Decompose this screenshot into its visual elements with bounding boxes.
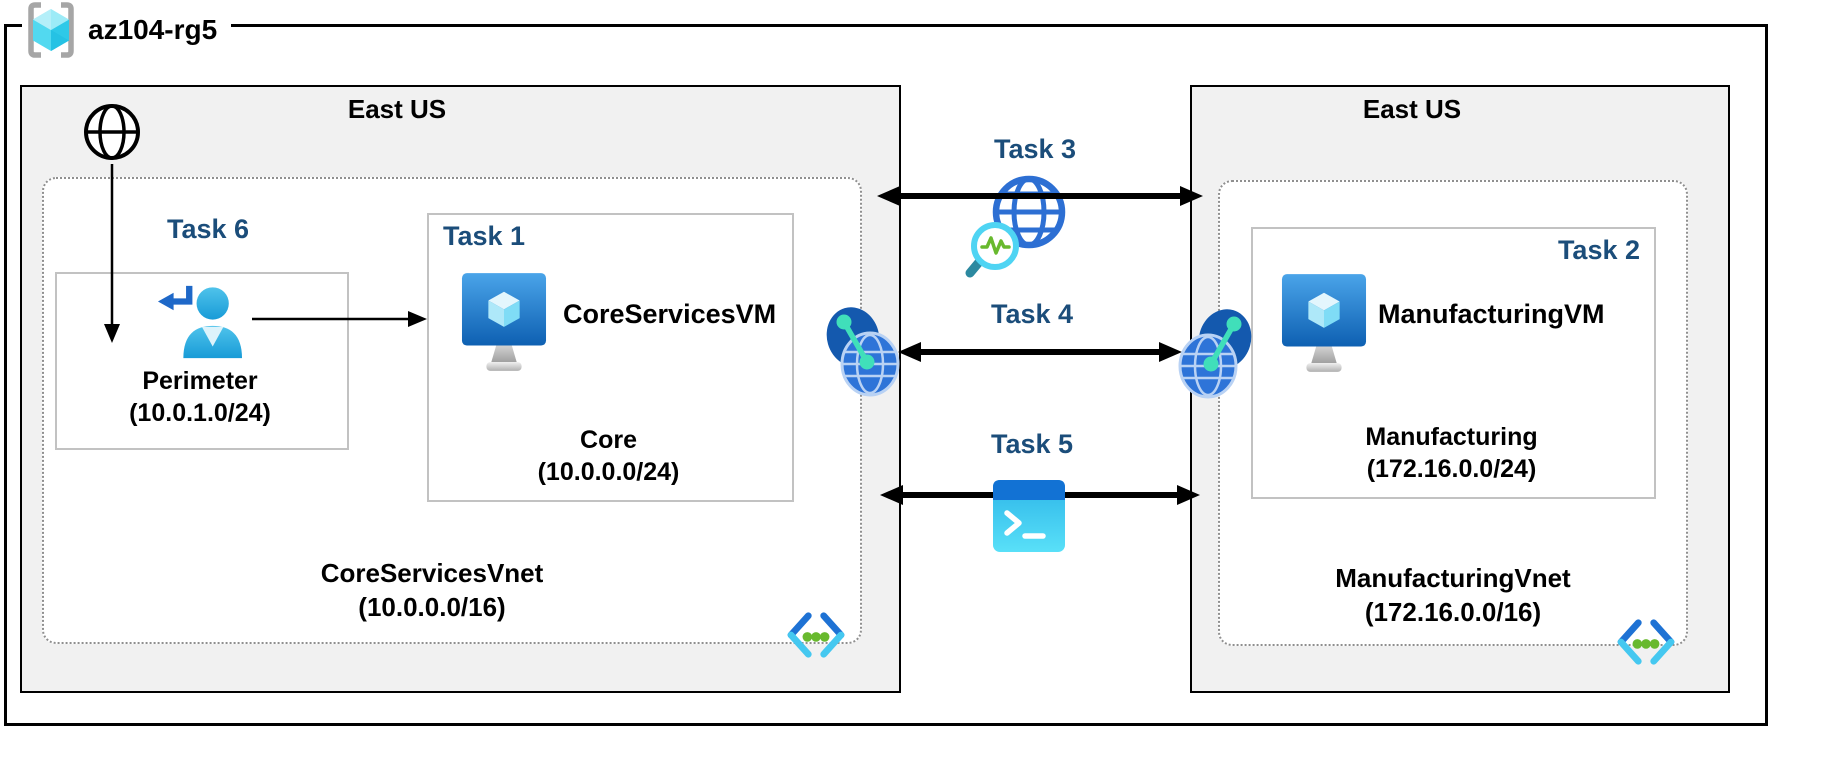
internet-icon: [82, 102, 142, 162]
vnet-coreservices-name: CoreServicesVnet: [320, 558, 544, 588]
peering-icon-right: [1178, 307, 1254, 399]
task6-label: Task 6: [166, 214, 250, 244]
core-subnet-cidr: (10.0.0.0/24): [537, 458, 680, 486]
resource-group-header: az104-rg5: [22, 0, 232, 60]
core-vm-icon: [461, 272, 547, 376]
manufacturing-subnet-labels: Manufacturing (172.16.0.0/24): [1251, 421, 1652, 485]
core-vm-label: CoreServicesVM: [563, 299, 777, 329]
task4-label: Task 4: [990, 299, 1074, 329]
vnet-manufacturing-cidr: (172.16.0.0/16): [1364, 597, 1542, 627]
manufacturing-vm-icon: [1281, 273, 1367, 377]
network-watcher-icon: [965, 172, 1069, 278]
region-left-label: East US: [347, 94, 447, 124]
region-right-label: East US: [1362, 94, 1462, 124]
vnet-manufacturing-name: ManufacturingVnet: [1335, 563, 1571, 593]
peering-icon-left: [824, 305, 900, 397]
resource-group-icon: [28, 2, 74, 58]
vnet-coreservices-cidr: (10.0.0.0/16): [358, 592, 506, 622]
user-return-icon: [150, 280, 248, 366]
vnet-manufacturing-labels: ManufacturingVnet (172.16.0.0/16): [1253, 561, 1653, 629]
resource-group-label: az104-rg5: [88, 14, 218, 45]
core-subnet-labels: Core (10.0.0.0/24): [427, 424, 790, 488]
vnet-coreservices-labels: CoreServicesVnet (10.0.0.0/16): [232, 556, 632, 624]
perimeter-subnet-labels: Perimeter (10.0.1.0/24): [55, 365, 345, 429]
vnet-code-brackets-icon-right: [1615, 617, 1677, 667]
vnet-code-brackets-icon-left: [785, 610, 847, 660]
perimeter-subnet-cidr: (10.0.1.0/24): [129, 399, 271, 427]
task5-label: Task 5: [990, 429, 1074, 459]
task1-core-subnet-box: [427, 213, 794, 502]
manufacturing-subnet-name: Manufacturing: [1365, 423, 1538, 451]
task2-label: Task 2: [1557, 235, 1640, 265]
core-subnet-name: Core: [580, 426, 637, 454]
cloud-shell-icon: [992, 479, 1066, 553]
manufacturing-subnet-cidr: (172.16.0.0/24): [1366, 455, 1537, 483]
manufacturing-vm-label: ManufacturingVM: [1378, 299, 1605, 329]
task1-label: Task 1: [443, 221, 526, 251]
task3-label: Task 3: [993, 134, 1077, 164]
perimeter-subnet-name: Perimeter: [142, 367, 258, 395]
